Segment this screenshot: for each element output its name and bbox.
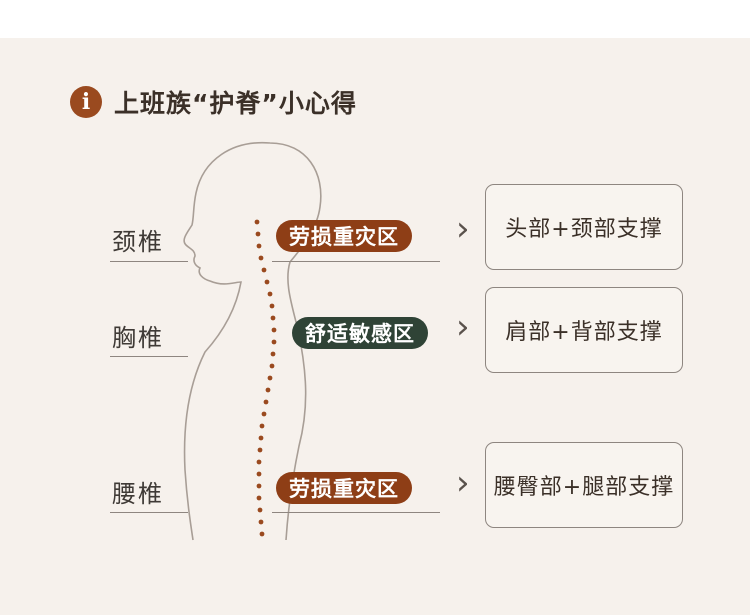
support-card-cervical: 头部+颈部支撑	[485, 184, 683, 270]
section-title: 上班族“护脊”小心得	[114, 89, 357, 118]
label-lumbar: 腰椎	[112, 480, 164, 508]
zone-badge-lumbar: 劳损重灾区	[276, 472, 412, 504]
spine-dots	[254, 219, 277, 537]
zone-badge-cervical: 劳损重灾区	[276, 220, 412, 252]
label-thoracic: 胸椎	[112, 324, 164, 352]
label-cervical: 颈椎	[112, 228, 164, 256]
chevron-right-icon: ›	[456, 307, 470, 347]
section-header: i 上班族“护脊”小心得	[70, 84, 357, 120]
info-icon: i	[70, 86, 102, 118]
zone-badge-thoracic: 舒适敏感区	[292, 317, 428, 349]
divider-lumbar-left	[110, 512, 188, 513]
divider-lumbar-right	[272, 512, 440, 513]
chevron-right-icon: ›	[456, 209, 470, 249]
divider-cervical-right	[272, 261, 440, 262]
divider-thoracic-left	[110, 356, 188, 357]
support-card-lumbar: 腰臀部+腿部支撑	[485, 442, 683, 528]
body-silhouette-outline	[183, 141, 322, 541]
chevron-right-icon: ›	[456, 463, 470, 503]
support-card-thoracic: 肩部+背部支撑	[485, 287, 683, 373]
divider-cervical-left	[110, 261, 188, 262]
